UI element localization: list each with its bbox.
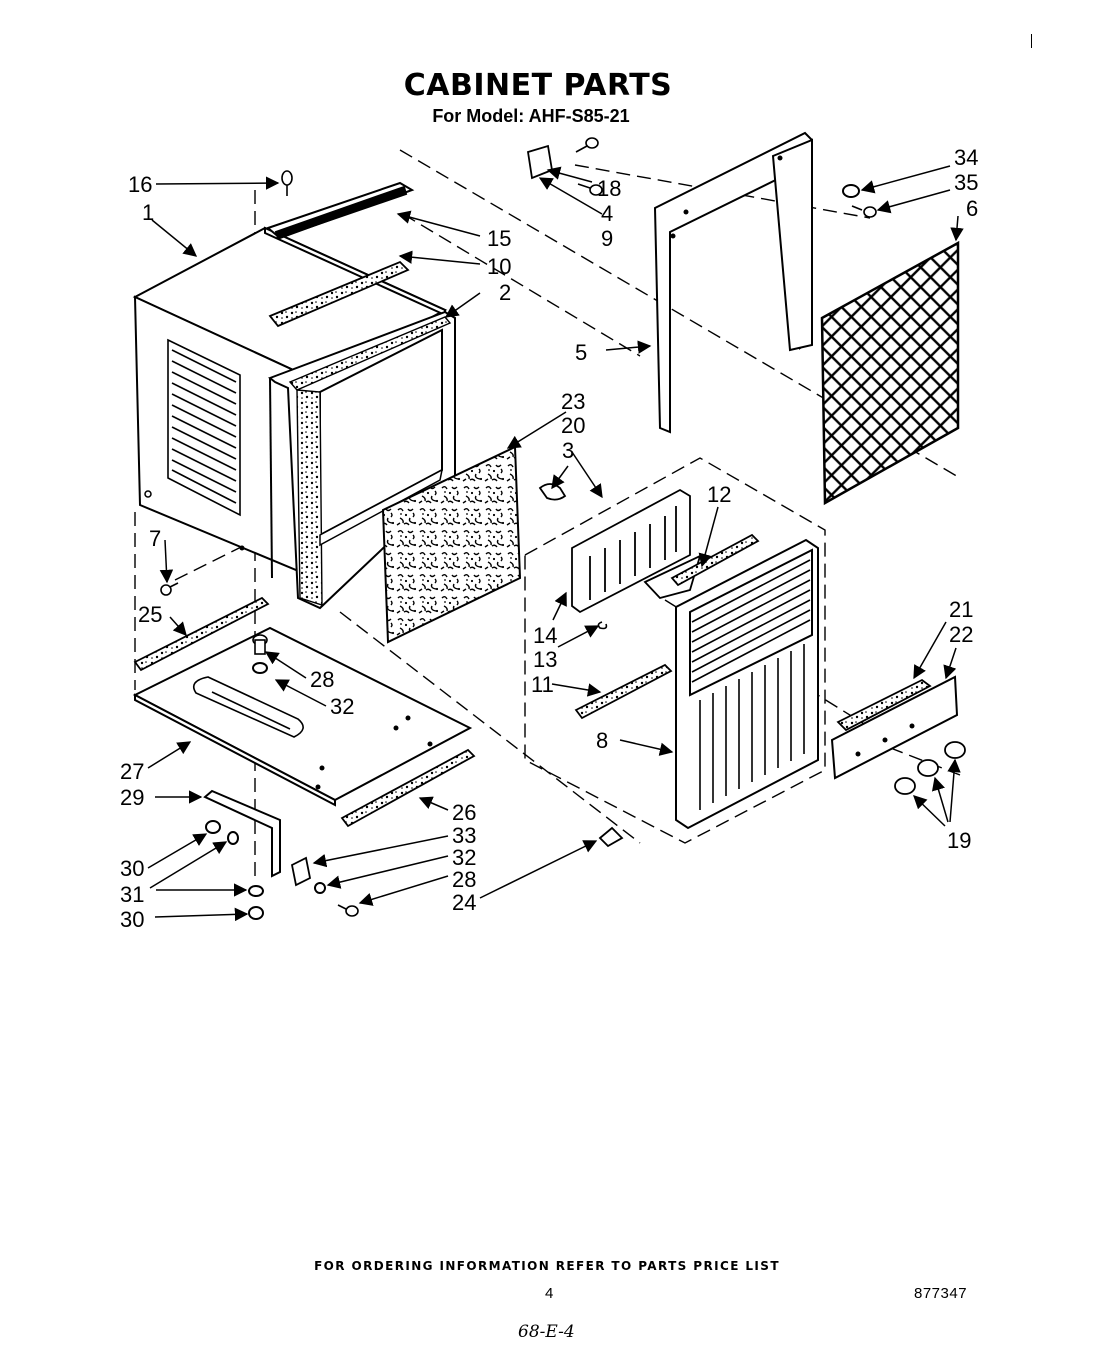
callout-30-bottom: 30 <box>120 907 144 932</box>
rear-frame-hole <box>670 233 676 239</box>
gasket-strip-11 <box>574 663 673 720</box>
edge-mark <box>1031 34 1032 48</box>
callout-18: 18 <box>597 176 621 201</box>
screw-16 <box>281 170 293 196</box>
rear-frame-hole <box>777 155 783 161</box>
callout-32-lower: 32 <box>452 845 476 870</box>
rear-frame-hole <box>683 209 689 215</box>
ordering-info-note: FOR ORDERING INFORMATION REFER TO PARTS … <box>314 1259 780 1273</box>
callout-31: 31 <box>120 882 144 907</box>
control-panel-hole <box>882 737 888 743</box>
front-frame-edge <box>269 377 273 579</box>
document-number: 877347 <box>914 1285 968 1302</box>
callout-28: 28 <box>310 667 334 692</box>
washer-32 <box>314 882 326 894</box>
screw-28 <box>252 634 268 655</box>
callout-4: 4 <box>601 201 613 226</box>
callout-32: 32 <box>330 694 354 719</box>
callout-25: 25 <box>138 602 162 627</box>
callout-19: 19 <box>947 828 971 853</box>
callout-30-top: 30 <box>120 856 144 881</box>
callout-2: 2 <box>499 280 511 305</box>
part-24 <box>598 826 624 848</box>
front-grille-louvers <box>691 559 811 810</box>
mesh-filter-6 <box>820 240 960 506</box>
gasket-strip-26 <box>340 748 476 828</box>
callout-34: 34 <box>954 145 978 170</box>
model-subtitle: For Model: AHF-S85-21 <box>432 106 630 126</box>
callout-labels: 16 1 15 10 2 18 4 9 5 34 35 6 23 20 3 12… <box>120 145 978 932</box>
cabinet-louvers <box>167 338 241 517</box>
base-pan-hole <box>315 784 321 790</box>
base-pan-hole <box>393 725 399 731</box>
base-pan-hole <box>427 741 433 747</box>
callout-7: 7 <box>149 526 161 551</box>
callout-11: 11 <box>531 672 554 697</box>
screw-28 <box>337 904 359 917</box>
callout-8: 8 <box>596 728 608 753</box>
callout-23: 23 <box>561 389 585 414</box>
callout-6: 6 <box>966 196 978 221</box>
callout-1: 1 <box>142 200 154 225</box>
control-panel-hole <box>909 723 915 729</box>
callout-33: 33 <box>452 823 476 848</box>
louver-assembly-20 <box>571 488 702 614</box>
gasket-strip-21 <box>836 678 932 732</box>
bracket-29 <box>203 789 281 878</box>
screw-4 <box>577 183 603 196</box>
clip-33 <box>290 856 312 887</box>
callout-27: 27 <box>120 759 144 784</box>
top-rail-15 <box>265 181 415 240</box>
screw-18 <box>575 137 599 153</box>
nut-30 <box>248 906 264 920</box>
control-panel-hole <box>855 751 861 757</box>
leader-lines <box>147 165 964 922</box>
callout-16: 16 <box>128 172 152 197</box>
callout-15: 15 <box>487 226 511 251</box>
callout-22: 22 <box>949 622 973 647</box>
base-pan-channel <box>192 676 304 738</box>
gasket-strip-12 <box>670 533 760 587</box>
callout-21: 21 <box>949 597 973 622</box>
spring-13 <box>597 621 608 630</box>
gasket-strip-25 <box>133 596 270 672</box>
callout-26: 26 <box>452 800 476 825</box>
rear-frame-5 <box>653 131 813 434</box>
callout-24: 24 <box>452 890 476 915</box>
front-frame-inner-side <box>319 468 444 547</box>
clip-34 <box>842 184 860 198</box>
gasket-strip-10 <box>268 260 410 328</box>
callout-14: 14 <box>533 623 557 648</box>
cabinet-screw-hole <box>239 545 245 551</box>
callout-5: 5 <box>575 340 587 365</box>
control-panel-22 <box>830 675 959 780</box>
screw-35 <box>851 205 877 218</box>
base-pan-hole <box>405 715 411 721</box>
washer-32 <box>252 662 268 674</box>
callout-35: 35 <box>954 170 978 195</box>
callout-10: 10 <box>487 254 511 279</box>
handwritten-note: 68-E-4 <box>518 1322 575 1342</box>
screw-7 <box>160 582 179 596</box>
callout-3: 3 <box>562 438 574 463</box>
callout-28-lower: 28 <box>452 867 476 892</box>
cabinet-screw-hole <box>144 490 152 498</box>
callout-29: 29 <box>120 785 144 810</box>
callout-12: 12 <box>707 482 731 507</box>
washer-31 <box>248 885 264 897</box>
filter-23 <box>381 445 522 644</box>
bracket-9 <box>526 144 554 180</box>
page-title: CABINET PARTS <box>403 68 673 103</box>
knob-19 <box>894 741 966 795</box>
callout-20: 20 <box>561 413 585 438</box>
page-number: 4 <box>545 1285 554 1302</box>
callout-13: 13 <box>533 647 557 672</box>
front-frame-gasket <box>288 316 452 606</box>
nut-30 <box>205 820 221 834</box>
base-pan-hole <box>319 765 325 771</box>
callout-9: 9 <box>601 226 613 251</box>
washer-31 <box>227 831 239 845</box>
base-pan-27 <box>132 626 473 807</box>
